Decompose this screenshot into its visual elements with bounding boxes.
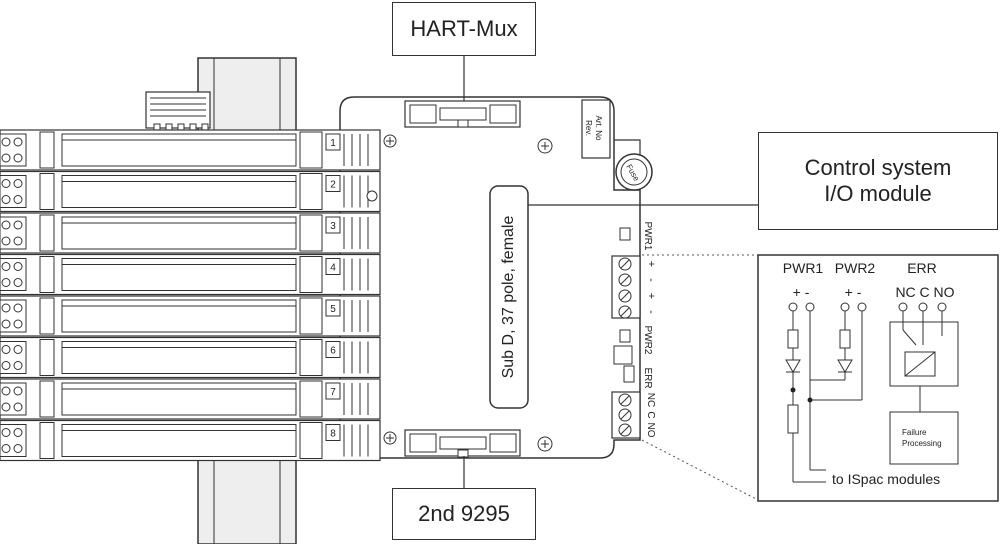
err-board-label: ERR (642, 367, 653, 388)
second-unit-callout: 2nd 9295 (392, 488, 536, 540)
pwr1-board-label: PWR1 (642, 222, 653, 251)
slot-number: 7 (330, 387, 336, 398)
sub-d-connector: Sub D, 37 pole, female (489, 185, 529, 409)
control-system-callout: Control system I/O module (758, 132, 998, 230)
screw-icons (366, 134, 553, 452)
slot-number: 1 (330, 138, 336, 149)
hart-mux-connector (404, 100, 521, 128)
leader-detail-bottom (641, 439, 759, 501)
control-system-line1: Control system (804, 154, 952, 180)
schematic-detail: PWR1 PWR2 ERR + - + - NC C NO (757, 254, 999, 502)
schematic-err-contacts: NC C NO (895, 284, 954, 300)
to-modules-label: to ISpac modules (832, 471, 940, 487)
ispac-module: 8 (0, 419, 381, 462)
err-terminal-nc: NC (645, 393, 656, 407)
slot-number: 2 (330, 180, 336, 191)
module-stack: 1 2 3 4 5 6 7 8 (0, 129, 381, 462)
rev-text: Rev. (584, 120, 593, 136)
ispac-module: 5 (0, 295, 381, 337)
schematic-err-label: ERR (907, 260, 937, 276)
rail-plug (145, 91, 211, 131)
terminal-sign: - (645, 310, 657, 314)
din-rail-bottom (197, 454, 297, 545)
art-no-label: Art. No Rev. (581, 99, 611, 159)
schematic-pwr2-polarity: + - (845, 284, 862, 300)
slot-number: 8 (330, 429, 336, 440)
sub-d-label: Sub D, 37 pole, female (500, 216, 517, 379)
second-unit-connector (404, 429, 521, 458)
fuse-holder: Fuse (615, 153, 653, 191)
pwr1-led (619, 227, 631, 241)
err-terminal-no: NO (645, 423, 656, 438)
terminal-sign: + (645, 293, 657, 299)
err-led (623, 365, 635, 383)
err-terminal-block: NC C NO (611, 391, 656, 439)
slot-number: 5 (330, 304, 336, 315)
slot-number: 6 (330, 346, 336, 357)
schematic-pwr1-polarity: + - (793, 284, 810, 300)
schematic-pwr1-label: PWR1 (783, 260, 824, 276)
pwr2-led (619, 329, 631, 343)
pwr2-board-label: PWR2 (642, 326, 653, 355)
slot-number: 3 (330, 221, 336, 232)
hart-mux-callout: HART-Mux (392, 2, 536, 56)
terminal-sign: - (645, 278, 657, 282)
ispac-module: 1 (0, 129, 381, 171)
control-system-line2: I/O module (824, 181, 932, 206)
hart-mux-label: HART-Mux (410, 15, 518, 41)
err-relay (613, 345, 633, 365)
din-rail-top (197, 57, 297, 139)
ispac-module: 7 (0, 378, 381, 420)
failure-processing-line2: Processing (902, 439, 942, 448)
terminal-sign: + (645, 261, 657, 267)
ispac-module: 4 (0, 253, 381, 296)
art-no-text: Art. No (594, 116, 603, 141)
err-terminal-c: C (645, 411, 656, 418)
power-terminal-block: + - + - (611, 255, 657, 319)
failure-processing-line1: Failure (902, 428, 927, 437)
slot-number: 4 (330, 263, 336, 274)
ispac-module: 6 (0, 336, 381, 379)
second-unit-label: 2nd 9295 (418, 500, 510, 526)
schematic-pwr2-label: PWR2 (835, 260, 876, 276)
ispac-module: 2 (0, 170, 381, 213)
ispac-module: 3 (0, 212, 381, 254)
